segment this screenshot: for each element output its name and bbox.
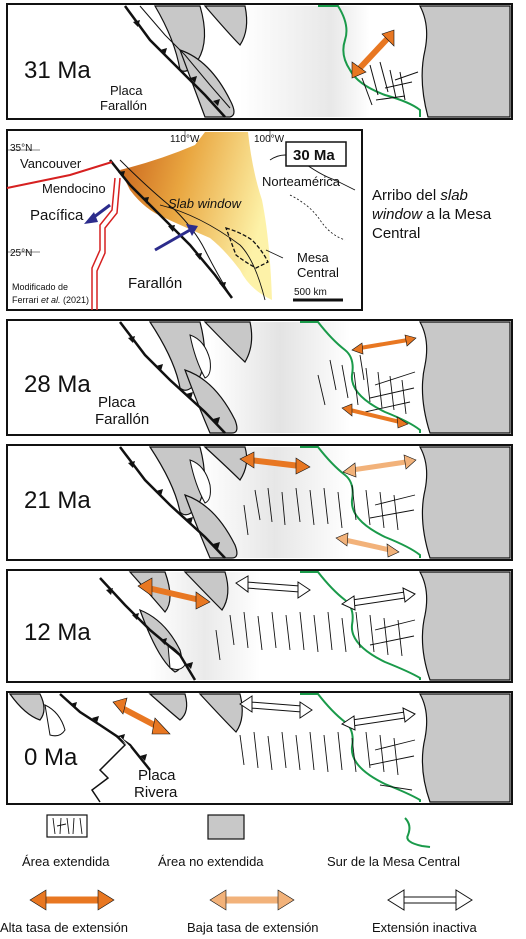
side-note: Arribo del slab window a la Mesa Central [372,187,492,242]
mesa-central-label: Central [297,265,339,280]
lat-25-label: 25°N [10,248,32,259]
extended-area-swatch [46,814,88,838]
non-extended-area-swatch [207,814,245,840]
lon-100-label: 100°W [254,134,285,145]
panel-age-label: 21 Ma [24,487,91,514]
lon-110-label: 110°W [170,134,200,145]
panel-31ma: 31 Ma Placa Farallón [6,3,513,120]
pacifica-label: Pacífica [30,207,84,224]
plate-label: Placa [110,83,143,98]
inset-map-30ma: 30 Ma 500 km 35°N 25°N 110°W 100°W Vanco… [6,129,363,311]
credit-line: Modificado de [12,282,68,292]
plate-label: Farallón [100,98,147,113]
panel-age-label: 28 Ma [24,371,91,398]
norteamerica-label: Norteamérica [262,174,341,189]
vancouver-label: Vancouver [20,156,82,171]
farallon-label: Farallón [128,275,182,292]
legend-label: Extensión inactiva [372,920,478,935]
mesa-central-swatch [404,817,431,848]
legend-label: Área no extendida [158,854,264,869]
panel-12ma: 12 Ma [6,569,513,683]
panel-21ma: 21 Ma [6,444,513,561]
mesa-central-label: Mesa [297,250,330,265]
panel-age-label: 12 Ma [24,619,91,646]
panel-28ma: 28 Ma Placa Farallón [6,319,513,436]
plate-label: Rivera [134,784,178,801]
mendocino-label: Mendocino [42,181,106,196]
panel-age-label: 31 Ma [24,57,91,84]
legend-label: Área extendida [22,854,110,869]
lat-35-label: 35°N [10,143,32,154]
scale-label: 500 km [294,287,327,298]
plate-label: Farallón [95,411,149,428]
panel-0ma: 0 Ma Placa Rivera [6,691,513,805]
credit-line: Ferrari et al. (2021) [12,295,89,305]
legend-label: Alta tasa de extensión [0,920,128,935]
legend-label: Sur de la Mesa Central [327,854,460,869]
plate-label: Placa [138,767,176,784]
slab-window-label: Slab window [168,196,243,211]
plate-label: Placa [98,394,136,411]
panel-age-label: 0 Ma [24,744,78,771]
legend-label: Baja tasa de extensión [187,920,319,935]
inset-age-label: 30 Ma [293,147,335,164]
legend: Área extendida Área no extendida Sur de … [0,814,478,935]
